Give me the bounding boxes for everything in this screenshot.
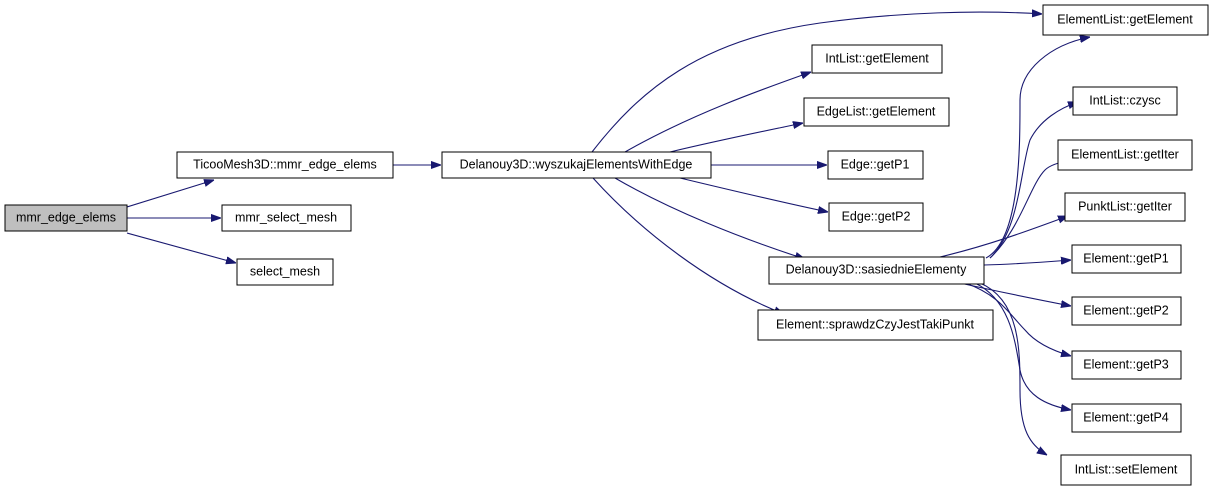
node-edge-getp2[interactable]: Edge::getP2 bbox=[828, 202, 924, 232]
node-label: Edge::getP1 bbox=[841, 157, 910, 171]
edge-root-to-select-mesh bbox=[126, 232, 236, 263]
edge-wyszukaj-to-edgelist-getelement bbox=[669, 123, 803, 153]
node-label: TicooMesh3D::mmr_edge_elems bbox=[193, 157, 377, 171]
node-label: Element::getP2 bbox=[1083, 303, 1169, 317]
node-label: Element::getP4 bbox=[1083, 410, 1169, 424]
node-element-getp3[interactable]: Element::getP3 bbox=[1071, 350, 1182, 380]
node-label: mmr_select_mesh bbox=[235, 210, 337, 224]
node-label: Element::sprawdzCzyJestTakiPunkt bbox=[776, 317, 975, 331]
node-label: ElementList::getIter bbox=[1071, 147, 1179, 161]
edge-sasiednie-to-element-getp1 bbox=[983, 260, 1071, 266]
node-label: select_mesh bbox=[250, 264, 320, 278]
edge-sasiednie-to-punktlist-getiter bbox=[939, 216, 1068, 258]
edge-root-to-ticoo bbox=[126, 180, 214, 208]
node-label: IntList::getElement bbox=[825, 51, 929, 65]
node-intlist-czysc[interactable]: IntList::czysc bbox=[1072, 86, 1178, 116]
node-elementlist-getiter[interactable]: ElementList::getIter bbox=[1057, 139, 1193, 171]
node-label: Edge::getP2 bbox=[842, 209, 911, 223]
node-ticoo-mmr-edge-elems[interactable]: TicooMesh3D::mmr_edge_elems bbox=[176, 151, 394, 179]
node-sasiednie-elementy[interactable]: Delanouy3D::sasiednieElementy bbox=[768, 256, 985, 285]
edge-sasiednie-to-intlist-czysc bbox=[989, 102, 1078, 259]
node-edge-getp1[interactable]: Edge::getP1 bbox=[827, 150, 924, 180]
node-label: ElementList::getElement bbox=[1057, 12, 1193, 26]
node-label: mmr_edge_elems bbox=[16, 210, 116, 224]
edge-sasiednie-to-intlist-setelement bbox=[979, 282, 1047, 455]
edge-sasiednie-to-element-getp4 bbox=[974, 282, 1071, 410]
node-mmr-edge-elems[interactable]: mmr_edge_elems bbox=[4, 204, 128, 232]
edge-wyszukaj-to-elementlist-getelement bbox=[591, 12, 1042, 153]
edge-wyszukaj-to-sasiednie bbox=[614, 177, 805, 259]
node-elementlist-getelement[interactable]: ElementList::getElement bbox=[1042, 4, 1209, 36]
node-label: IntList::setElement bbox=[1075, 462, 1178, 476]
node-label: Delanouy3D::sasiednieElementy bbox=[786, 262, 967, 276]
nodes: mmr_edge_elems TicooMesh3D::mmr_edge_ele… bbox=[4, 4, 1209, 486]
node-label: Element::getP3 bbox=[1083, 357, 1169, 371]
node-label: PunktList::getIter bbox=[1078, 199, 1172, 213]
node-label: EdgeList::getElement bbox=[817, 104, 936, 118]
node-intlist-getelement[interactable]: IntList::getElement bbox=[811, 44, 943, 74]
node-element-getp4[interactable]: Element::getP4 bbox=[1071, 403, 1182, 433]
node-intlist-setelement[interactable]: IntList::setElement bbox=[1060, 454, 1192, 486]
node-element-getp1[interactable]: Element::getP1 bbox=[1071, 244, 1182, 274]
node-mmr-select-mesh[interactable]: mmr_select_mesh bbox=[221, 204, 352, 232]
edge-sasiednie-to-element-getp2 bbox=[959, 282, 1071, 306]
node-select-mesh[interactable]: select_mesh bbox=[236, 258, 334, 286]
node-label: Delanouy3D::wyszukajElementsWithEdge bbox=[460, 157, 693, 171]
edge-wyszukaj-to-intlist-getelement bbox=[624, 71, 811, 153]
node-edgelist-getelement[interactable]: EdgeList::getElement bbox=[803, 97, 950, 127]
node-label: Element::getP1 bbox=[1083, 251, 1169, 265]
edge-sasiednie-to-elementlist-getelement bbox=[985, 37, 1090, 259]
edge-sasiednie-to-element-getp3 bbox=[964, 282, 1071, 356]
node-element-getp2[interactable]: Element::getP2 bbox=[1071, 296, 1182, 326]
node-wyszukaj-elements-with-edge[interactable]: Delanouy3D::wyszukajElementsWithEdge bbox=[441, 151, 712, 179]
edge-wyszukaj-to-edge-getp2 bbox=[679, 177, 828, 212]
edges bbox=[126, 12, 1090, 455]
edge-wyszukaj-to-sprawdz bbox=[592, 177, 784, 314]
node-sprawdz-czy-jest-taki-punkt[interactable]: Element::sprawdzCzyJestTakiPunkt bbox=[757, 309, 994, 341]
node-punktlist-getiter[interactable]: PunktList::getIter bbox=[1064, 192, 1186, 222]
node-label: IntList::czysc bbox=[1089, 93, 1161, 107]
